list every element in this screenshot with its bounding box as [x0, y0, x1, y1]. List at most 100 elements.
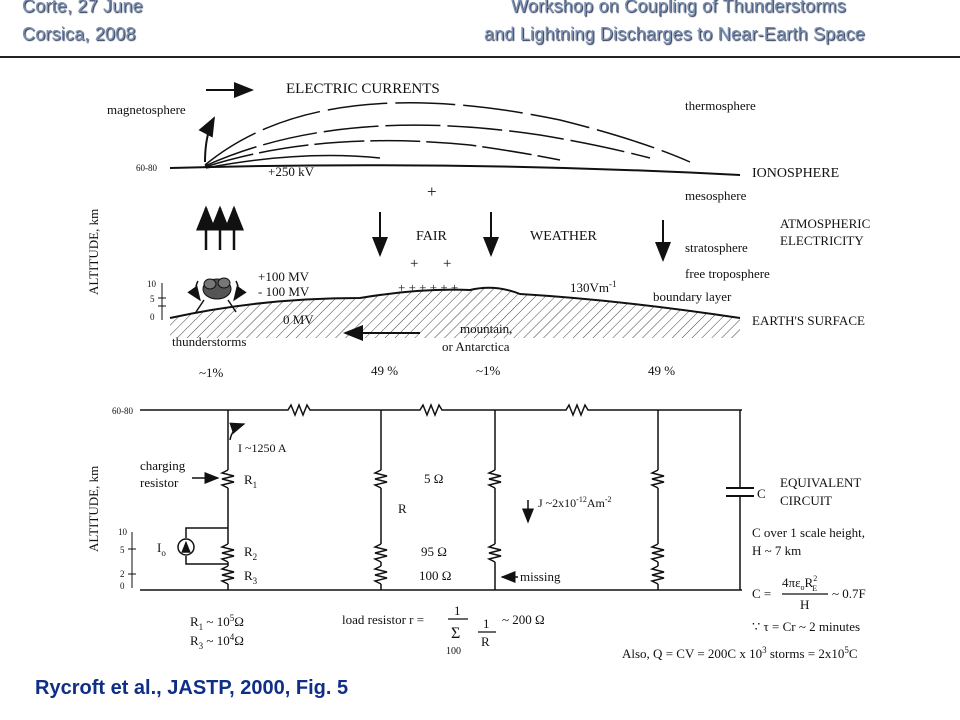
label-voltage: +250 kV — [268, 164, 315, 179]
label-r2: R2 — [244, 544, 257, 562]
resistor-r2 — [219, 543, 235, 563]
label-load-frac-den: R — [481, 634, 490, 649]
label-also: Also, Q = CV = 200C x 103 storms = 2x105… — [622, 645, 858, 661]
label-magnetosphere: magnetosphere — [107, 102, 186, 117]
label-load-frac-num: 1 — [483, 616, 490, 631]
global-circuit-figure: ELECTRIC CURRENTS magnetosphere thermosp… — [86, 81, 870, 661]
label-resistor: resistor — [140, 475, 179, 490]
pct-fair-2: 49 % — [648, 363, 675, 378]
top-rail — [140, 402, 742, 418]
label-equivalent: EQUIVALENT — [780, 475, 861, 490]
current-arc-3 — [204, 139, 561, 168]
resistor-95-ohm — [372, 543, 388, 563]
label-r1: R1 — [244, 472, 257, 490]
label-load-num: 1 — [454, 603, 461, 618]
current-arc-1 — [204, 102, 691, 166]
label-100-ohm: 100 Ω — [419, 568, 451, 583]
altitude-0: 0 — [150, 312, 155, 322]
pct-thunderstorms: ~1% — [199, 365, 224, 380]
label-c-formula-rhs: ~ 0.7F — [832, 586, 866, 601]
figure-caption: Rycroft et al., JASTP, 2000, Fig. 5 — [35, 677, 349, 699]
electric-currents-labels: ELECTRIC CURRENTS magnetosphere thermosp… — [86, 81, 870, 380]
label-load-sigma: Σ — [451, 625, 460, 642]
thunderstorm-cloud-icon — [187, 277, 247, 313]
label-ionosphere: IONOSPHERE — [752, 166, 839, 181]
pct-mountain: ~1% — [476, 363, 501, 378]
header-divider — [0, 56, 960, 58]
label-free-troposphere: free troposphere — [685, 266, 770, 281]
circuit-alt-5: 5 — [120, 545, 125, 555]
earth-surface-line — [169, 286, 741, 319]
label-current-density: J ~2x10-12Am-2 — [538, 495, 612, 510]
circuit-alt-0: 0 — [120, 581, 125, 591]
label-plus-100mv: +100 MV — [258, 269, 310, 284]
label-mountain: mountain, — [460, 321, 512, 336]
label-mesosphere: mesosphere — [685, 188, 747, 203]
label-95-ohm: 95 Ω — [421, 544, 447, 559]
resistor-5-ohm — [372, 469, 388, 489]
pct-fair-1: 49 % — [371, 363, 398, 378]
altitude-top: 60-80 — [136, 163, 157, 173]
circuit-alt-10: 10 — [118, 527, 128, 537]
label-missing: missing — [520, 569, 561, 584]
header-location-2: Corsica, 2008 — [22, 24, 136, 44]
surface-charges-1: + — [410, 256, 418, 272]
resistor-100-ohm — [372, 565, 388, 585]
resistor-r1 — [219, 469, 235, 489]
label-charging: charging — [140, 458, 186, 473]
label-r: R — [398, 501, 407, 516]
label-r3: R3 — [244, 568, 258, 586]
label-field: 130Vm-1 — [570, 279, 617, 295]
label-circuit: CIRCUIT — [780, 493, 832, 508]
label-stratosphere: stratosphere — [685, 240, 748, 255]
label-earth-surface: EARTH'S SURFACE — [752, 313, 865, 328]
altitude-axis-label: ALTITUDE, km — [86, 209, 101, 295]
label-c-formula-lhs: C = — [752, 586, 771, 601]
current-arc-4 — [205, 154, 381, 169]
header-workshop-title: Workshop on Coupling of Thunderstorms — [511, 0, 846, 16]
label-weather: WEATHER — [530, 229, 598, 244]
label-load-result: ~ 200 Ω — [502, 612, 545, 627]
altitude-10: 10 — [147, 279, 157, 289]
resistor-r3 — [219, 565, 235, 585]
label-scale-height: H ~ 7 km — [752, 543, 801, 558]
ionosphere-line — [169, 164, 741, 176]
label-load-resistor: load resistor r = — [342, 612, 424, 627]
header-workshop-title-2: and Lightning Discharges to Near-Earth S… — [484, 24, 866, 44]
surface-charges-2: + — [443, 256, 451, 272]
label-c: C — [757, 486, 766, 501]
plus-sign: + — [427, 182, 437, 201]
label-atmospheric: ATMOSPHERIC — [780, 216, 870, 231]
label-thermosphere: thermosphere — [685, 98, 756, 113]
label-fair: FAIR — [416, 229, 448, 244]
current-source-io — [177, 538, 195, 556]
label-boundary-layer: boundary layer — [653, 289, 732, 304]
current-arrow — [229, 422, 246, 441]
circuit-altitude-axis-label: ALTITUDE, km — [86, 466, 101, 552]
diagram-title: ELECTRIC CURRENTS — [286, 81, 440, 97]
label-thunderstorms: thunderstorms — [172, 334, 246, 349]
equivalent-circuit — [128, 402, 828, 633]
electric-currents-diagram — [158, 82, 741, 341]
label-io: Io — [157, 540, 166, 558]
label-electricity: ELECTRICITY — [780, 233, 864, 248]
label-minus-100mv: - 100 MV — [258, 284, 310, 299]
circuit-alt-2: 2 — [120, 569, 125, 579]
label-r1-value: R1 ~ 105Ω — [190, 613, 244, 632]
header-location: Corte, 27 June — [22, 0, 143, 16]
current-arc-2 — [204, 124, 651, 167]
circuit-altitude-top: 60-80 — [112, 406, 133, 416]
label-5-ohm: 5 Ω — [424, 471, 443, 486]
label-current: I ~1250 A — [238, 441, 287, 455]
label-r3-value: R3 ~ 104Ω — [190, 632, 244, 651]
magnetosphere-arrow — [198, 116, 215, 163]
label-load-100: 100 — [446, 646, 461, 657]
label-c-scale: C over 1 scale height, — [752, 525, 865, 540]
label-antarctica: or Antarctica — [442, 339, 510, 354]
surface-charges-row: + + + + + + — [398, 280, 458, 295]
label-tau: ∵ τ = Cr ~ 2 minutes — [752, 619, 860, 634]
circuit-labels: 60-80 ALTITUDE, km 10 5 2 0 I ~1250 A ch… — [86, 406, 866, 661]
label-c-formula-den: H — [800, 597, 809, 612]
